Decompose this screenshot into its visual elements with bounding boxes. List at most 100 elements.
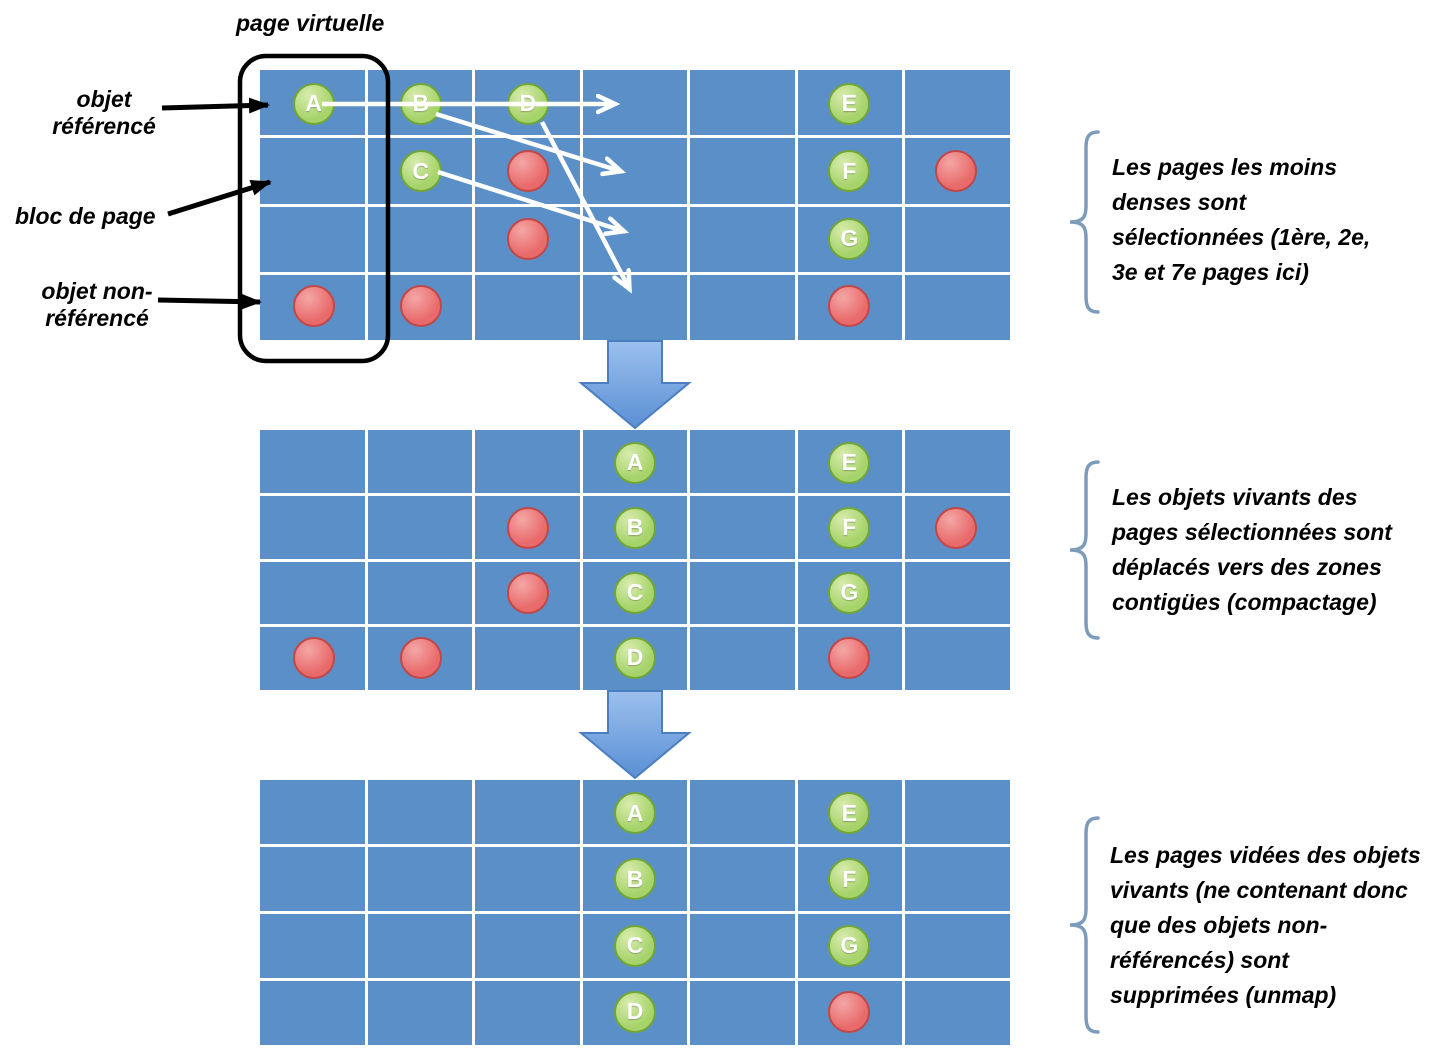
page-block-cell <box>690 70 795 136</box>
referenced-object: E <box>828 82 871 125</box>
page-block-cell <box>367 914 473 978</box>
page-block-cell <box>367 981 473 1045</box>
unreferenced-object <box>506 506 549 549</box>
unreferenced-object <box>292 636 335 679</box>
annotation-pages-selected: Les pages les moins denses sont sélectio… <box>1112 154 1371 285</box>
page-block-cell <box>582 206 688 272</box>
page-block-cell <box>475 274 580 340</box>
page-block-cell <box>260 847 365 911</box>
referenced-object: B <box>614 858 656 901</box>
referenced-object: E <box>828 792 871 835</box>
unreferenced-object <box>506 217 549 260</box>
unreferenced-object <box>399 636 442 679</box>
referenced-object: F <box>828 506 871 549</box>
page-block-cell <box>367 847 473 911</box>
referenced-object: C <box>614 924 656 967</box>
page-block-cell <box>905 274 1010 340</box>
unreferenced-object <box>935 150 978 193</box>
referenced-object: G <box>828 571 871 614</box>
page-block-cell <box>260 206 365 272</box>
referenced-object: D <box>614 990 656 1033</box>
referenced-object: B <box>614 506 656 549</box>
page-block-cell <box>690 847 795 911</box>
page-block-cell <box>475 780 580 844</box>
page-block-cell <box>690 780 795 844</box>
referenced-object: E <box>828 441 871 484</box>
referenced-object: A <box>614 792 656 835</box>
page-block-cell <box>260 430 365 493</box>
unreferenced-object <box>935 506 978 549</box>
page-block-cell <box>690 561 795 625</box>
page-block-cell <box>260 495 365 559</box>
page-block-cell <box>582 138 688 204</box>
page-block-cell <box>367 430 473 493</box>
page-block-cell <box>475 981 580 1045</box>
page-block-cell <box>260 561 365 625</box>
page-block-cell <box>905 627 1010 690</box>
unreferenced-object <box>292 285 335 328</box>
referenced-object: G <box>828 924 871 967</box>
page-block-cell <box>905 981 1010 1045</box>
page-block-label: bloc de page <box>15 203 156 229</box>
brace-icon <box>1069 816 1100 1034</box>
unreferenced-object-label: objet non- référencé <box>41 278 153 332</box>
unreferenced-object <box>506 571 549 614</box>
memory-grid-unmapped: A E B F C G D <box>260 780 1010 1045</box>
page-block-cell <box>905 70 1010 136</box>
page-block-cell <box>260 138 365 204</box>
referenced-object: C <box>399 150 442 193</box>
memory-grid-compacted: A E B F C G D <box>260 430 1010 690</box>
referenced-object: F <box>828 150 871 193</box>
page-block-cell <box>475 914 580 978</box>
page-block-arrow <box>167 179 272 217</box>
down-arrow-icon <box>578 690 692 780</box>
unreferenced-object <box>828 990 871 1033</box>
down-arrow-icon <box>578 340 692 430</box>
page-block-cell <box>690 981 795 1045</box>
page-block-cell <box>367 495 473 559</box>
referenced-object: F <box>828 858 871 901</box>
page-block-cell <box>690 914 795 978</box>
page-block-cell <box>905 206 1010 272</box>
referenced-object: G <box>828 217 871 260</box>
page-block-cell <box>367 561 473 625</box>
referenced-object: D <box>614 636 656 679</box>
referenced-object: A <box>614 441 656 484</box>
page-block-cell <box>690 274 795 340</box>
unreferenced-object <box>828 636 871 679</box>
page-block-cell <box>475 847 580 911</box>
page-block-cell <box>475 430 580 493</box>
referenced-object: B <box>399 82 442 125</box>
page-block-cell <box>367 206 473 272</box>
page-block-cell <box>905 430 1010 493</box>
annotation-compaction: Les objets vivants des pages sélectionné… <box>1112 484 1392 615</box>
page-block-cell <box>905 847 1010 911</box>
label-arrows <box>157 97 272 310</box>
annotation-unmap: Les pages vidées des objets vivants (ne … <box>1110 842 1421 1008</box>
brace-icon <box>1069 460 1100 640</box>
page-block-cell <box>690 206 795 272</box>
page-block-cell <box>690 495 795 559</box>
referenced-object-label: objet référencé <box>52 86 156 140</box>
unreferenced-object <box>399 285 442 328</box>
page-block-cell <box>905 561 1010 625</box>
page-block-cell <box>690 138 795 204</box>
referenced-object-arrow <box>161 97 270 114</box>
referenced-object: C <box>614 571 656 614</box>
page-block-cell <box>690 627 795 690</box>
page-block-cell <box>905 780 1010 844</box>
referenced-object: A <box>292 82 335 125</box>
page-block-cell <box>582 274 688 340</box>
page-virtuelle-label: page virtuelle <box>236 10 385 36</box>
page-block-cell <box>582 70 688 136</box>
referenced-object: D <box>506 82 549 125</box>
unreferenced-object <box>506 150 549 193</box>
page-block-cell <box>690 430 795 493</box>
page-block-cell <box>260 914 365 978</box>
brace-icon <box>1069 130 1100 314</box>
unreferenced-object <box>828 285 871 328</box>
page-block-cell <box>475 627 580 690</box>
page-block-cell <box>905 914 1010 978</box>
